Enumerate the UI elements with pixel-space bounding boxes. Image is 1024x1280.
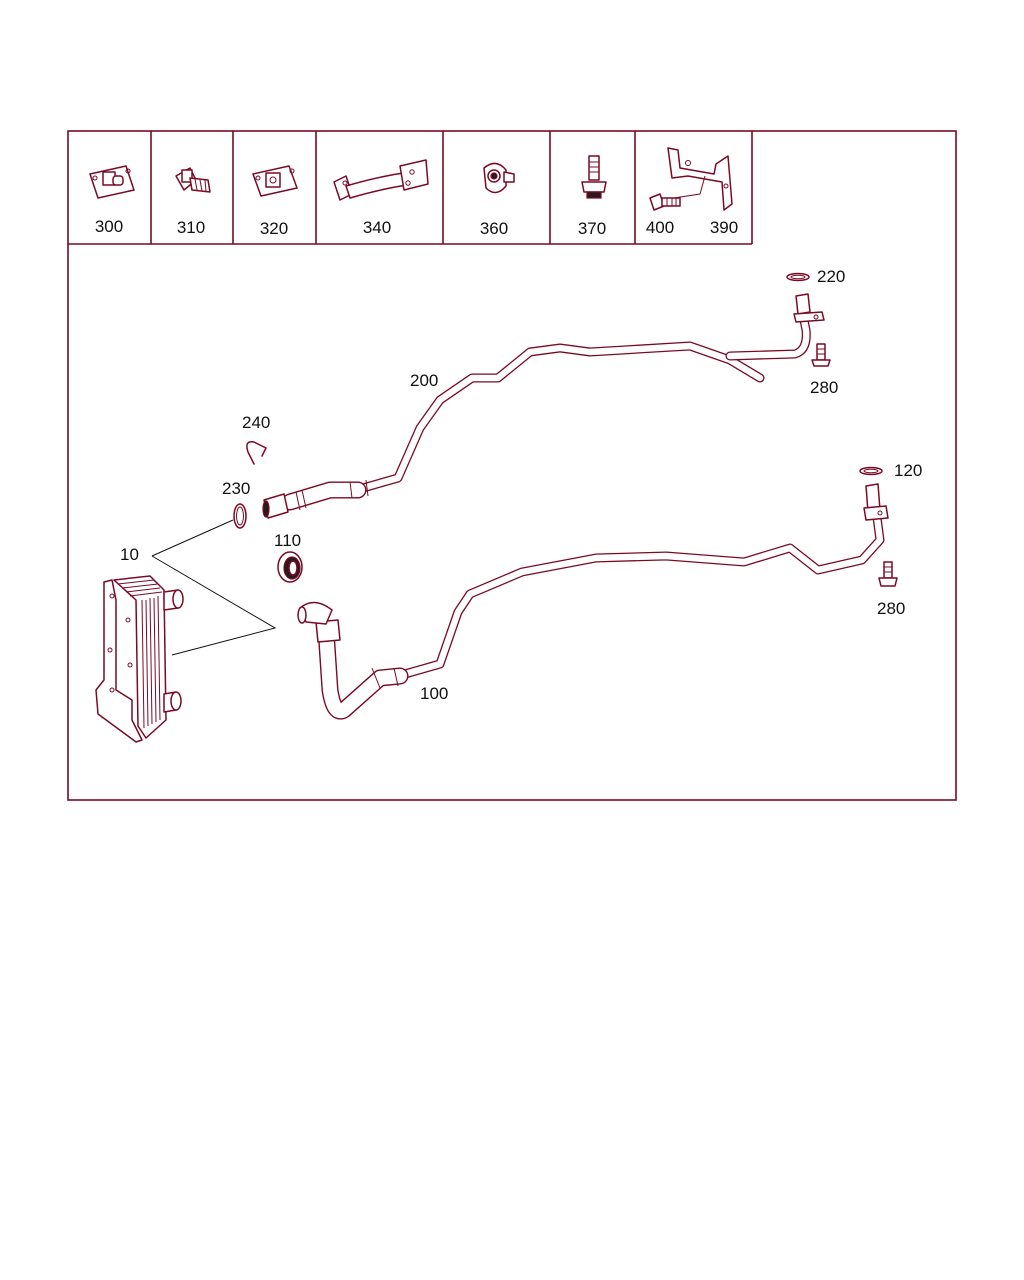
diagram-frame [67, 130, 957, 801]
callout-120: 120 [894, 461, 922, 480]
callout-220: 220 [817, 267, 845, 286]
callout-10: 10 [120, 545, 139, 564]
stud-bolt-icon [581, 155, 607, 199]
pipe-clip-icon [483, 162, 515, 194]
seal-ring-part-220 [786, 272, 810, 282]
legend-label-390: 390 [710, 218, 738, 237]
flange-bolt-icon [175, 167, 211, 193]
plate-nut-icon [89, 165, 135, 199]
plate-icon [252, 165, 298, 197]
bracket-strap-icon [333, 159, 429, 201]
oil-cooler-part-10 [95, 575, 184, 743]
callout-200: 200 [410, 371, 438, 390]
bolt-part-280-lower [878, 561, 898, 587]
legend-label-370: 370 [578, 219, 606, 238]
gasket-part-110 [277, 551, 303, 583]
o-ring-part-230 [233, 503, 247, 529]
bolt-part-280-upper [811, 343, 831, 367]
legend-label-340: 340 [363, 218, 391, 237]
leader-lines-10 [151, 519, 277, 656]
mounting-bracket-icon [667, 147, 733, 211]
callout-100: 100 [420, 684, 448, 703]
callout-110: 110 [274, 531, 301, 550]
legend-label-360: 360 [480, 219, 508, 238]
legend-strip [68, 131, 753, 245]
callout-280-lower: 280 [877, 599, 905, 618]
oil-line-part-200 [262, 293, 825, 519]
legend-label-310: 310 [177, 218, 205, 237]
callout-230: 230 [222, 479, 250, 498]
legend-label-400: 400 [646, 218, 674, 237]
legend-label-320: 320 [260, 219, 288, 238]
oil-line-part-100 [297, 483, 889, 720]
seal-ring-part-120 [859, 466, 883, 476]
callout-280-upper: 280 [810, 378, 838, 397]
clip-part-240 [246, 440, 267, 465]
callout-240: 240 [242, 413, 270, 432]
screw-icon [649, 193, 681, 211]
legend-label-300: 300 [95, 217, 123, 236]
